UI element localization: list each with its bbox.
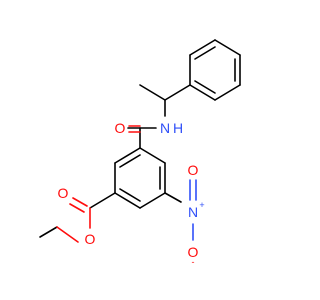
central-inner-bond-3	[119, 154, 141, 168]
atom-labels: O N H N + O O - O O	[58, 120, 205, 267]
amide-hydrogen-label: H	[173, 120, 183, 136]
central-inner-bond-2	[119, 188, 141, 202]
aryl-ester-bond	[89, 192, 116, 209]
phenyl-bond-1	[189, 39, 216, 56]
central-ring-bond-6	[114, 147, 141, 164]
ester-ether-oxygen-label: O	[85, 231, 96, 247]
ester-c-o-double-1	[72, 197, 88, 207]
nitro-nitrogen-label: N	[188, 204, 198, 220]
phenyl-inner-bond-1	[194, 46, 216, 60]
central-ring-bond-4	[114, 192, 141, 209]
amide-nitrogen-label: N	[160, 120, 170, 136]
heteroatom-bonds	[56, 125, 197, 243]
phenyl-bond-4	[214, 84, 241, 101]
phenyl-bond-5	[189, 84, 216, 101]
nitro-oxygen-single-label: O	[188, 244, 199, 260]
amide-oxygen-label: O	[115, 120, 126, 136]
chemical-structure-diagram: O N H N + O O - O O	[39, 39, 241, 267]
methine-phenyl-bond	[164, 84, 191, 101]
methine-methyl-bond	[139, 84, 166, 101]
central-ring-bond-3	[139, 192, 166, 209]
nitro-oxygen-double-label: O	[188, 162, 199, 178]
phenyl-inner-bond-3	[194, 80, 216, 94]
ester-methyl-bond	[39, 226, 58, 238]
aryl-nitro-bond	[164, 192, 182, 203]
ester-o-methyl	[56, 226, 79, 243]
phenyl-bond-2	[214, 39, 241, 56]
ester-c-o-double-2	[69, 203, 85, 213]
ester-carbonyl-oxygen-label: O	[58, 185, 69, 201]
central-ring-bond-1	[139, 147, 166, 164]
nitro-oxygen-charge: -	[192, 257, 195, 267]
nitro-nitrogen-charge: +	[199, 200, 204, 210]
bond-layer	[39, 39, 241, 238]
